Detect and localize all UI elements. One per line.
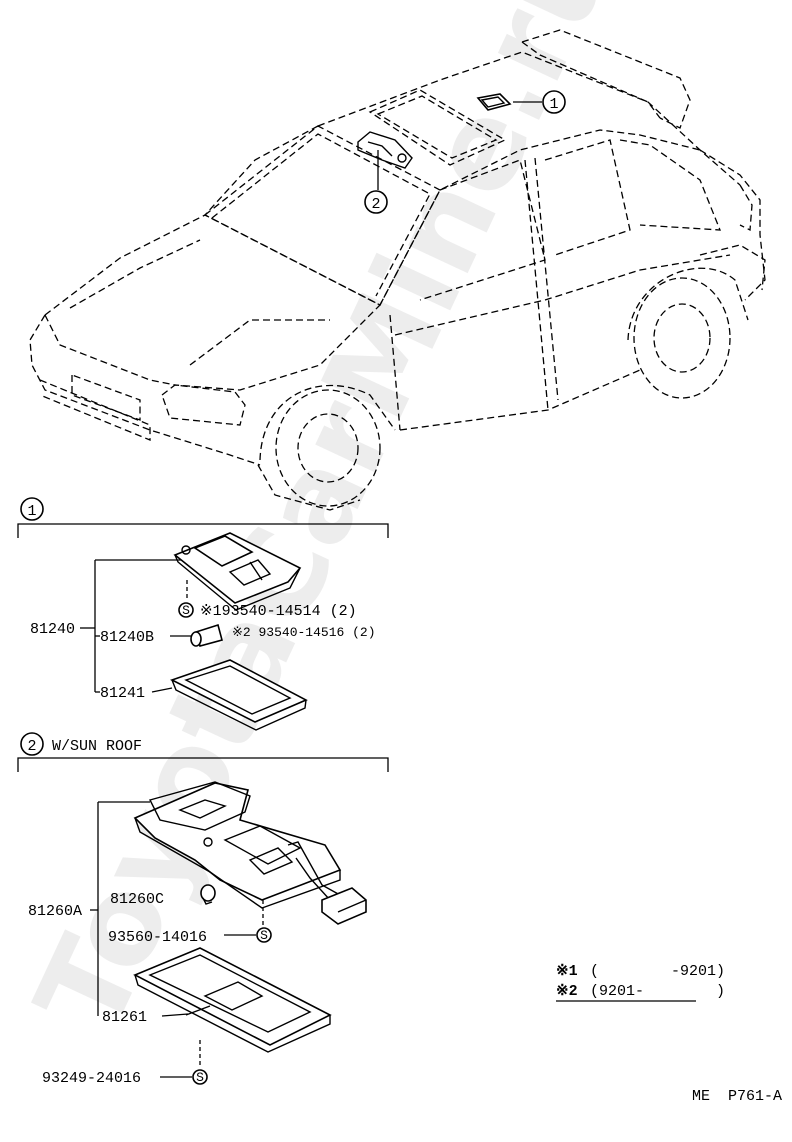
screw-symbol-2-label: S	[260, 928, 268, 943]
key-mark-1: ※1	[556, 963, 578, 980]
section-1-number: 1	[27, 503, 36, 520]
screw-symbol-2	[256, 927, 272, 943]
key-range-2: (9201- )	[590, 983, 725, 1000]
callout-2-label: 2	[371, 196, 380, 213]
part-number-81241: 81241	[100, 685, 145, 702]
bulb-81260c	[200, 884, 216, 905]
part-number-81240: 81240	[30, 621, 75, 638]
vehicle-illustration	[29, 29, 766, 511]
reference-code: ME P761-A	[692, 1088, 782, 1105]
part-number-81261: 81261	[102, 1009, 147, 1026]
callout-1-label: 1	[549, 96, 558, 113]
date-key: ※1 ( -9201) ※2 (9201- )	[556, 963, 725, 1002]
key-range-1: ( -9201)	[590, 963, 725, 980]
key-mark-2: ※2	[556, 983, 578, 1000]
lens-81241	[169, 659, 308, 731]
screw-symbol-1	[178, 602, 194, 618]
part-number-81260a: 81260A	[28, 903, 82, 920]
section-2-number: 2	[27, 738, 36, 755]
part-number-93540-14516: ※2 93540-14516 (2)	[232, 625, 376, 640]
section-2-title: W/SUN ROOF	[52, 738, 142, 755]
section-2: 2 W/SUN ROOF 81260C S 93	[17, 732, 389, 1087]
section-1-badge	[20, 497, 44, 521]
lens-81261	[133, 947, 332, 1053]
dome-lamp-location-marker	[476, 93, 512, 111]
callout-2-vehicle	[364, 190, 388, 214]
map-lamp-housing	[133, 781, 367, 925]
part-number-81260c: 81260C	[110, 891, 164, 908]
part-number-93249-24016: 93249-24016	[42, 1070, 141, 1087]
screw-symbol-3	[192, 1069, 208, 1085]
part-number-93540-14514: ※193540-14514 (2)	[200, 603, 357, 620]
screw-symbol-1-label: S	[182, 603, 190, 618]
part-number-93560-14016: 93560-14016	[108, 929, 207, 946]
section-1: 1 S ※193540-14514 (2) ※2 93540-14516 (2)	[17, 497, 389, 731]
section-2-badge	[20, 732, 44, 756]
bulb-81240b	[190, 623, 223, 647]
part-number-81240b: 81240B	[100, 629, 154, 646]
screw-symbol-3-label: S	[196, 1070, 204, 1085]
callout-1-vehicle	[542, 90, 566, 114]
dome-lamp-housing	[173, 532, 302, 611]
